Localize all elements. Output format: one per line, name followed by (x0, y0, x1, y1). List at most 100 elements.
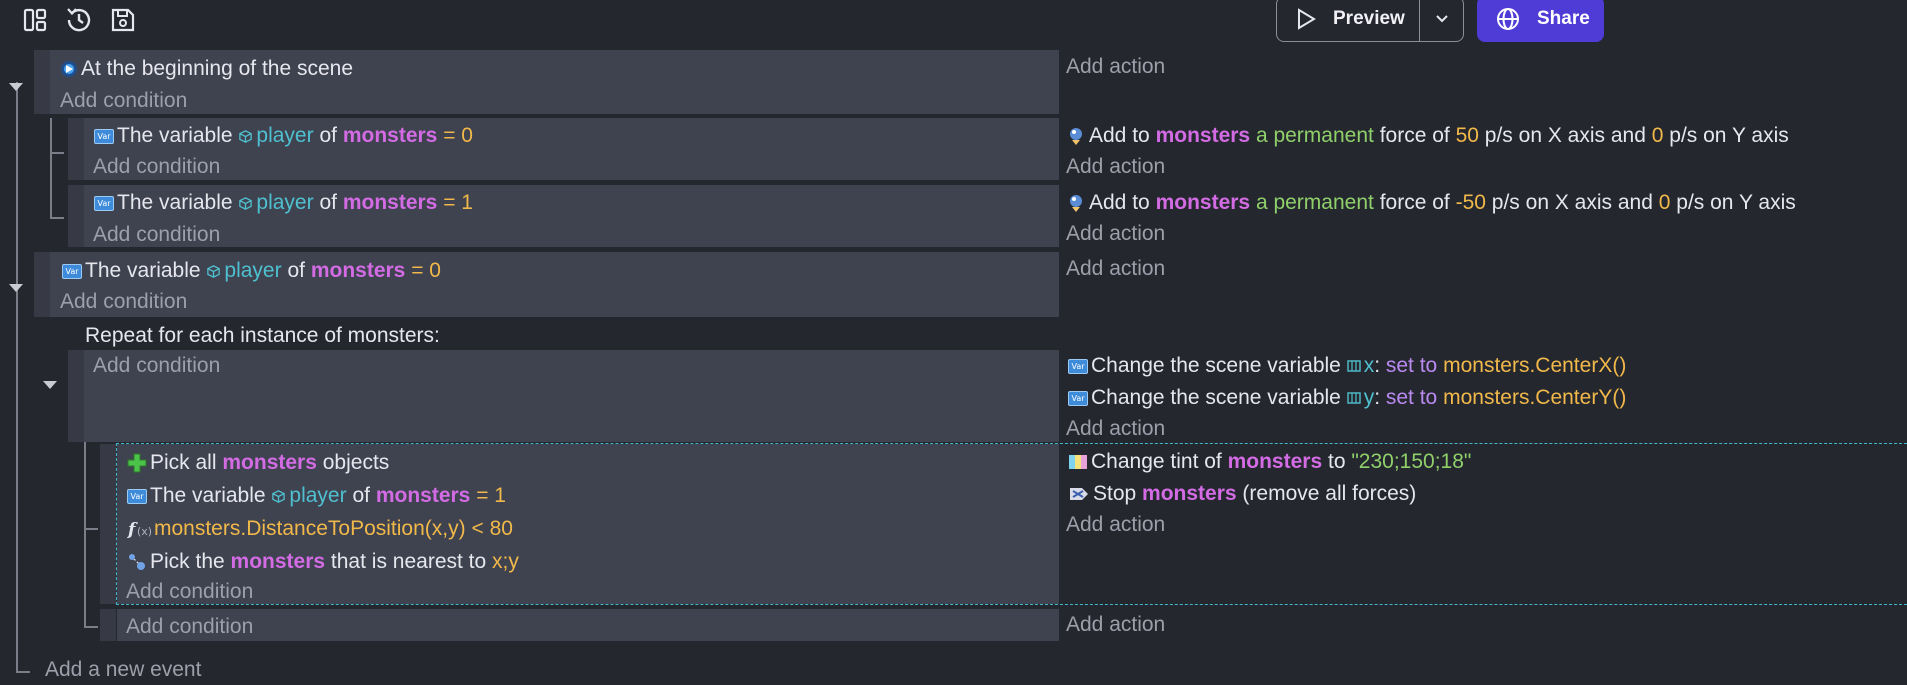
object-name: monsters (342, 124, 438, 147)
add-condition-link[interactable]: Add condition (60, 290, 188, 313)
variable-icon: Var (94, 195, 114, 211)
add-action-link[interactable]: Add action (1066, 55, 1166, 78)
preview-dropdown-button[interactable] (1420, 0, 1463, 41)
structure-icon (239, 130, 253, 143)
collapse-arrow-icon[interactable] (9, 284, 23, 292)
action-text: force of (1379, 191, 1450, 214)
condition-text: of (319, 191, 337, 214)
preview-button[interactable]: Preview (1277, 0, 1420, 41)
share-button[interactable]: Share (1477, 0, 1604, 42)
add-condition-link[interactable]: Add condition (93, 223, 221, 246)
operator: = (411, 259, 424, 282)
event-conditions (84, 350, 1059, 442)
repeat-header[interactable]: Repeat for each instance of monsters: (85, 324, 440, 347)
expression: monsters.CenterY() (1443, 386, 1627, 409)
add-condition-link[interactable]: Add condition (93, 354, 221, 377)
preview-button-group: Preview (1276, 0, 1464, 42)
value: "230;150;18" (1351, 450, 1472, 473)
event-handle[interactable] (68, 118, 84, 180)
scene-start-icon (61, 61, 77, 78)
condition-text: of (319, 124, 337, 147)
add-condition-link[interactable]: Add condition (93, 155, 221, 178)
condition-text: Pick the (150, 550, 225, 573)
event-handle[interactable] (34, 252, 50, 317)
variable-name: y (1346, 386, 1374, 409)
number-variable-icon (1346, 360, 1361, 373)
condition-pick-all[interactable]: Pick all monsters objects (127, 450, 389, 476)
add-action-link[interactable]: Add action (1066, 257, 1166, 280)
tree-line (84, 528, 98, 530)
add-action-link[interactable]: Add action (1066, 417, 1166, 440)
condition-scene-start[interactable]: At the beginning of the scene (60, 56, 353, 82)
action-change-tint[interactable]: Change tint of monsters to "230;150;18" (1068, 449, 1471, 475)
action-add-force[interactable]: Add to monsters a permanent force of -50… (1068, 190, 1796, 216)
variable-icon: Var (1068, 390, 1088, 406)
top-toolbar: Preview Share (0, 0, 1907, 46)
event-conditions (50, 252, 1059, 317)
value: x;y (492, 550, 519, 573)
add-action-link[interactable]: Add action (1066, 613, 1166, 636)
layout-icon[interactable] (18, 4, 52, 36)
globe-icon (1497, 8, 1519, 30)
number-variable-icon (1346, 392, 1361, 405)
add-condition-link[interactable]: Add condition (126, 615, 254, 638)
force-type: a permanent (1255, 124, 1374, 147)
operator: = (443, 124, 456, 147)
operator: set to (1385, 386, 1438, 409)
selection-border (116, 443, 117, 605)
save-icon[interactable] (106, 4, 140, 36)
condition-text: of (287, 259, 305, 282)
object-name: monsters (1155, 191, 1251, 214)
action-text: : (1374, 386, 1381, 409)
action-text: Change tint of (1091, 450, 1222, 473)
object-name: monsters (342, 191, 438, 214)
event-handle[interactable] (100, 609, 116, 641)
condition-text: Pick all (150, 451, 217, 474)
operator: < (471, 517, 484, 540)
event-handle[interactable] (100, 444, 116, 604)
add-condition-link[interactable]: Add condition (60, 89, 188, 112)
history-icon[interactable] (62, 4, 96, 36)
force-icon (1070, 128, 1082, 146)
pick-nearest-icon (129, 554, 145, 571)
add-action-link[interactable]: Add action (1066, 513, 1166, 536)
event-conditions (117, 609, 1059, 641)
condition-text: objects (322, 451, 390, 474)
collapse-arrow-icon[interactable] (43, 381, 57, 389)
tree-line (50, 118, 52, 218)
condition-pick-nearest[interactable]: Pick the monsters that is nearest to x;y (127, 549, 519, 575)
force-icon (1070, 195, 1082, 213)
tree-line (50, 152, 64, 154)
event-handle[interactable] (34, 50, 50, 114)
action-add-force[interactable]: Add to monsters a permanent force of 50 … (1068, 123, 1789, 149)
add-new-event-link[interactable]: Add a new event (45, 658, 202, 681)
condition-compare-expression[interactable]: f(x)monsters.DistanceToPosition(x,y) < 8… (127, 516, 513, 542)
action-stop-forces[interactable]: Stop monsters (remove all forces) (1068, 481, 1416, 507)
event-handle[interactable] (68, 185, 84, 247)
condition-text: The variable (117, 124, 233, 147)
value: 0 (461, 124, 473, 147)
object-name: monsters (310, 259, 406, 282)
action-text: p/s on Y axis (1669, 124, 1789, 147)
action-text: p/s on Y axis (1676, 191, 1796, 214)
event-handle[interactable] (68, 350, 84, 442)
tree-line (84, 626, 98, 628)
play-icon (1298, 8, 1316, 30)
object-name: monsters (230, 550, 326, 573)
value: 0 (429, 259, 441, 282)
add-action-link[interactable]: Add action (1066, 155, 1166, 178)
object-name: monsters (222, 451, 317, 474)
add-condition-link[interactable]: Add condition (126, 580, 254, 603)
event-conditions (50, 50, 1059, 114)
object-name: monsters (375, 484, 471, 507)
preview-label: Preview (1333, 8, 1405, 29)
collapse-arrow-icon[interactable] (9, 83, 23, 91)
add-action-link[interactable]: Add action (1066, 222, 1166, 245)
variable-icon: Var (62, 263, 82, 279)
